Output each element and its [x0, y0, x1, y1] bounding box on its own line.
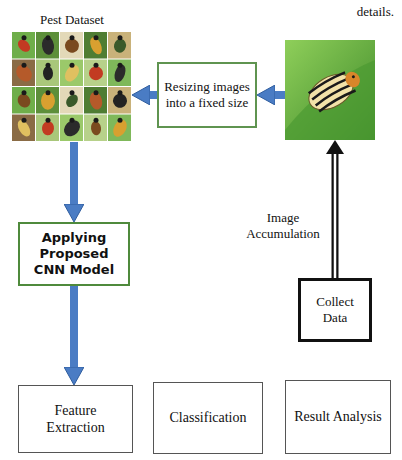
block-arrow [150, 91, 157, 99]
beetle-photo [285, 40, 375, 140]
block-arrow [70, 142, 78, 204]
box-label: Feature Extraction [24, 402, 127, 437]
process-box: Result Analysis [285, 380, 391, 454]
process-box: Resizing images into a fixed size [157, 62, 257, 128]
block-arrow [275, 91, 285, 99]
box-label: Collect Data [306, 294, 364, 327]
box-label: Applying Proposed CNN Model [25, 230, 123, 279]
box-label: Result Analysis [294, 408, 382, 426]
double-arrow [332, 154, 339, 278]
process-box: Classification [153, 382, 263, 454]
process-box: Collect Data [298, 278, 372, 342]
image-heading: Pest Dataset [12, 12, 132, 28]
pest-photo: Image Accumulation [285, 40, 375, 140]
box-label: Classification [170, 409, 247, 427]
process-box: Applying Proposed CNN Model [18, 222, 130, 286]
double-line-gap [334, 154, 337, 278]
note-text: details. [357, 4, 394, 20]
process-box: Feature Extraction [18, 385, 133, 453]
block-arrow [70, 286, 78, 367]
pest-grid-illustration [12, 32, 132, 142]
box-label: Resizing images into a fixed size [164, 79, 250, 112]
image-caption: Image Accumulation [243, 210, 323, 243]
dataset-image: Pest Dataset [12, 32, 132, 142]
